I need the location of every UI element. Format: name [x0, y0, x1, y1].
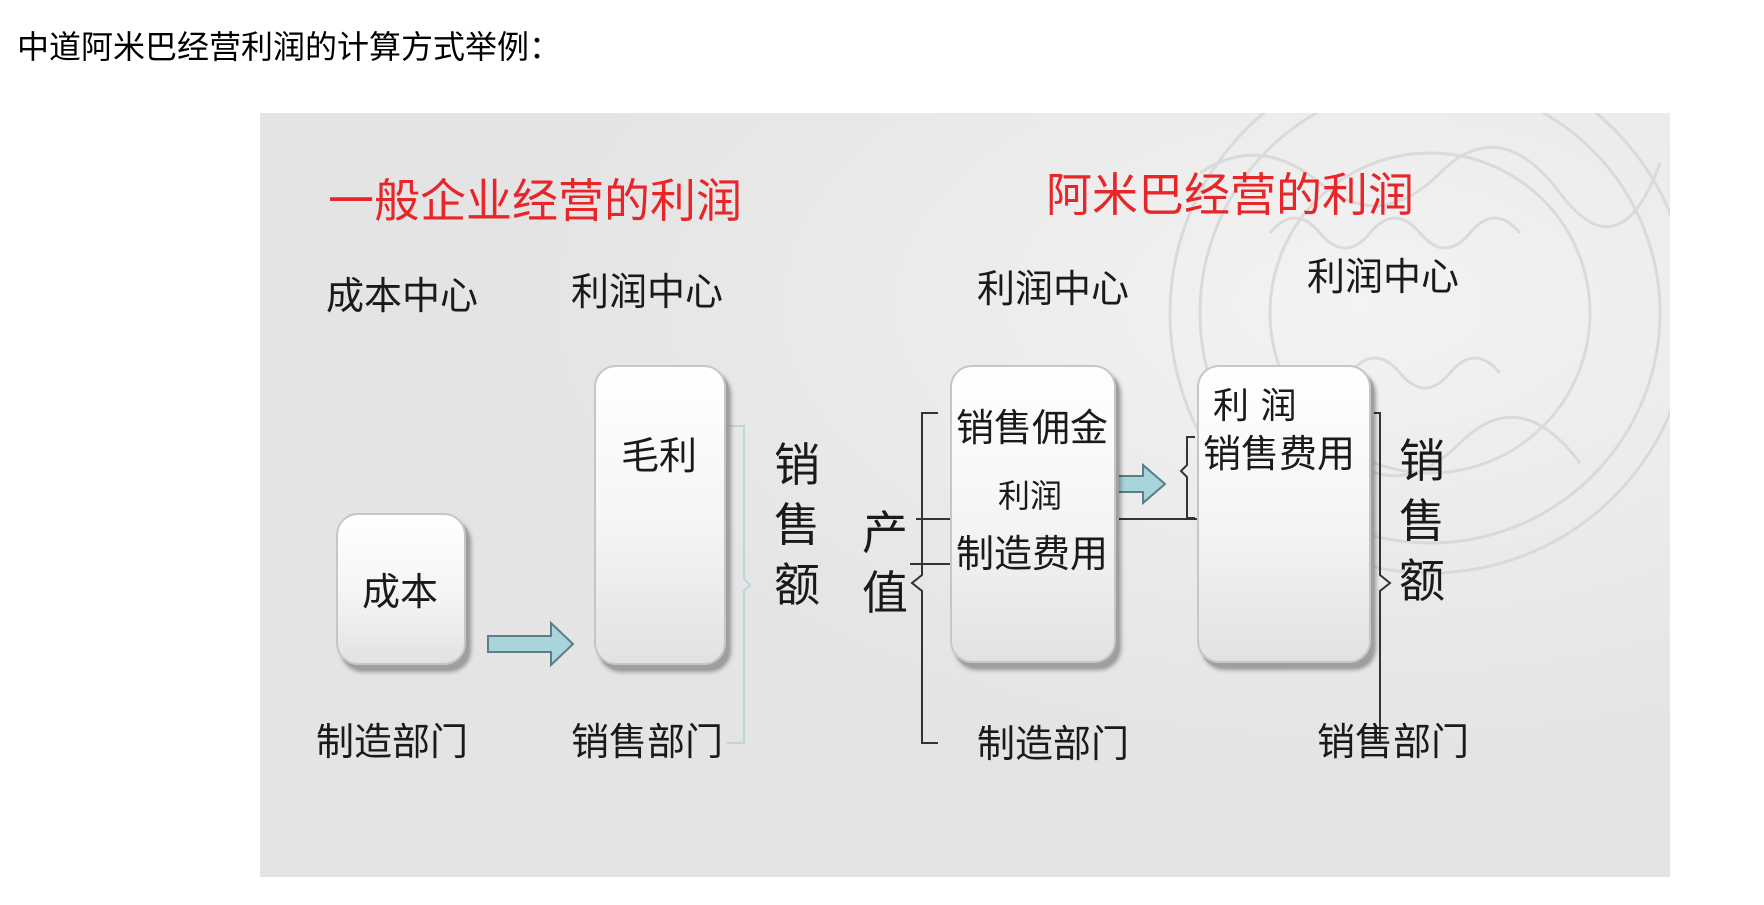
right-dept-a: 制造部门	[977, 722, 1130, 766]
left-dept-b: 销售部门	[571, 720, 724, 764]
profit-top-label: 利 润	[1213, 386, 1297, 427]
decorative-pattern	[1168, 113, 1670, 575]
left-dept-a: 制造部门	[316, 720, 469, 764]
mfg-cost-label: 制造费用	[956, 532, 1109, 576]
page-heading: 中道阿米巴经营利润的计算方式举例：	[17, 28, 562, 66]
arrow-left	[487, 620, 575, 668]
commission-label: 销售佣金	[956, 406, 1109, 450]
left-center-a: 成本中心	[326, 274, 479, 318]
cost-box-label: 成本	[362, 570, 439, 614]
sales-expense-label: 销售费用	[1203, 432, 1356, 476]
right-dept-b: 销售部门	[1317, 720, 1470, 764]
right-sales-amount: 销售额	[1399, 434, 1445, 608]
left-title: 一般企业经营的利润	[328, 174, 742, 228]
right-center-b: 利润中心	[1307, 255, 1460, 299]
cost-box: 成本	[336, 513, 466, 665]
right-title: 阿米巴经营的利润	[1046, 168, 1414, 222]
profit-expense-brace	[1179, 436, 1195, 519]
output-bracket	[910, 412, 938, 744]
profit-mid-label: 利润	[998, 477, 1063, 515]
sales-brace-left	[727, 425, 752, 744]
manufacturing-box: 销售佣金 利润 制造费用	[950, 365, 1116, 663]
left-center-b: 利润中心	[571, 270, 724, 314]
gross-profit-label: 毛利	[621, 434, 698, 478]
sales-box-right: 利 润 销售费用	[1197, 365, 1371, 663]
left-sales-amount: 销售额	[774, 438, 820, 612]
right-center-a: 利润中心	[977, 267, 1130, 311]
sales-box-left: 毛利	[594, 365, 726, 665]
diagram-slide: 一般企业经营的利润 成本中心 利润中心 成本 毛利 销售额 制造部门 销售部门 …	[260, 113, 1670, 877]
sales-bracket-right	[1365, 412, 1392, 744]
output-value-label: 产值	[862, 506, 908, 620]
